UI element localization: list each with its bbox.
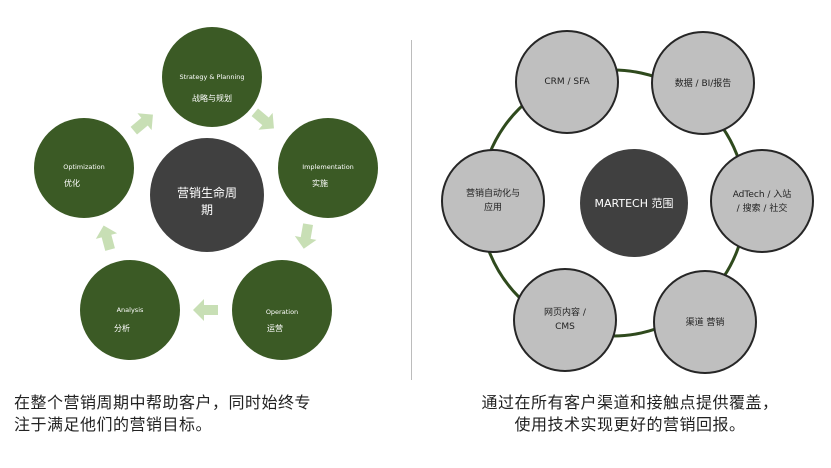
stage-analysis-zh: 分析 xyxy=(114,323,130,333)
martech-diagram: CRM / SFA 数据 / BI/报告 AdTech / 入站 / 搜索 / … xyxy=(441,30,814,374)
node-channel-line-1: 渠道 营销 xyxy=(686,316,725,328)
node-channel-marketing: 渠道 营销 xyxy=(653,270,757,374)
lifecycle-center-line-2: 期 xyxy=(201,203,213,217)
node-adtech-line-1: AdTech / 入站 xyxy=(733,188,792,200)
martech-center-label: MARTECH 范围 xyxy=(595,196,674,210)
node-marketing-automation: 营销自动化与 应用 xyxy=(441,149,545,253)
node-automation-line-1: 营销自动化与 xyxy=(466,187,520,199)
martech-caption-line-2: 使用技术实现更好的营销回报。 xyxy=(514,415,746,434)
stage-operation-zh: 运营 xyxy=(267,323,283,333)
stage-strategy: Strategy & Planning 战略与规划 xyxy=(162,27,262,127)
node-crm: CRM / SFA xyxy=(515,30,619,134)
lifecycle-caption-line-2: 注于满足他们的营销目标。 xyxy=(14,415,213,434)
node-data-bi-line-1: 数据 / BI/报告 xyxy=(675,77,732,89)
stage-strategy-en: Strategy & Planning xyxy=(179,73,244,81)
stage-analysis-en: Analysis xyxy=(117,306,144,314)
stage-implementation-zh: 实施 xyxy=(312,178,328,188)
cycle-arrows xyxy=(95,108,317,321)
lifecycle-center: 营销生命周 期 xyxy=(150,138,264,252)
arrow-operation-to-analysis xyxy=(193,299,218,321)
stage-operation: Operation 运营 xyxy=(232,260,332,360)
stage-implementation: Implementation 实施 xyxy=(278,118,378,218)
node-web-cms: 网页内容 / CMS xyxy=(513,268,617,372)
node-data-bi: 数据 / BI/报告 xyxy=(651,31,755,135)
arrow-analysis-to-optimization xyxy=(95,225,118,251)
stage-analysis: Analysis 分析 xyxy=(80,260,180,360)
martech-center: MARTECH 范围 xyxy=(580,149,688,257)
lifecycle-diagram: Strategy & Planning 战略与规划 Implementation… xyxy=(34,27,378,360)
arrow-implementation-to-operation xyxy=(294,223,317,249)
lifecycle-caption-line-1: 在整个营销周期中帮助客户，同时始终专 xyxy=(14,393,312,412)
node-adtech-line-2: / 搜索 / 社交 xyxy=(737,202,788,214)
martech-caption-line-1: 通过在所有客户渠道和接触点提供覆盖， xyxy=(481,393,779,412)
arrow-strategy-to-implementation xyxy=(251,108,274,130)
node-adtech: AdTech / 入站 / 搜索 / 社交 xyxy=(710,149,814,253)
stage-optimization: Optimization 优化 xyxy=(34,118,134,218)
panel-divider xyxy=(411,40,412,380)
node-web-cms-line-1: 网页内容 / xyxy=(544,306,587,318)
stage-operation-en: Operation xyxy=(266,308,298,316)
stage-strategy-zh: 战略与规划 xyxy=(192,93,232,103)
arrow-optimization-to-strategy xyxy=(130,113,153,135)
stage-optimization-en: Optimization xyxy=(63,163,105,171)
node-web-cms-line-2: CMS xyxy=(555,322,575,332)
lifecycle-center-line-1: 营销生命周 xyxy=(177,185,237,200)
node-crm-line-1: CRM / SFA xyxy=(544,77,590,87)
node-automation-line-2: 应用 xyxy=(484,201,502,213)
lifecycle-caption: 在整个营销周期中帮助客户，同时始终专 注于满足他们的营销目标。 xyxy=(14,392,394,436)
stage-optimization-zh: 优化 xyxy=(64,178,80,188)
martech-caption: 通过在所有客户渠道和接触点提供覆盖， 使用技术实现更好的营销回报。 xyxy=(440,392,820,436)
stage-implementation-en: Implementation xyxy=(302,163,354,171)
